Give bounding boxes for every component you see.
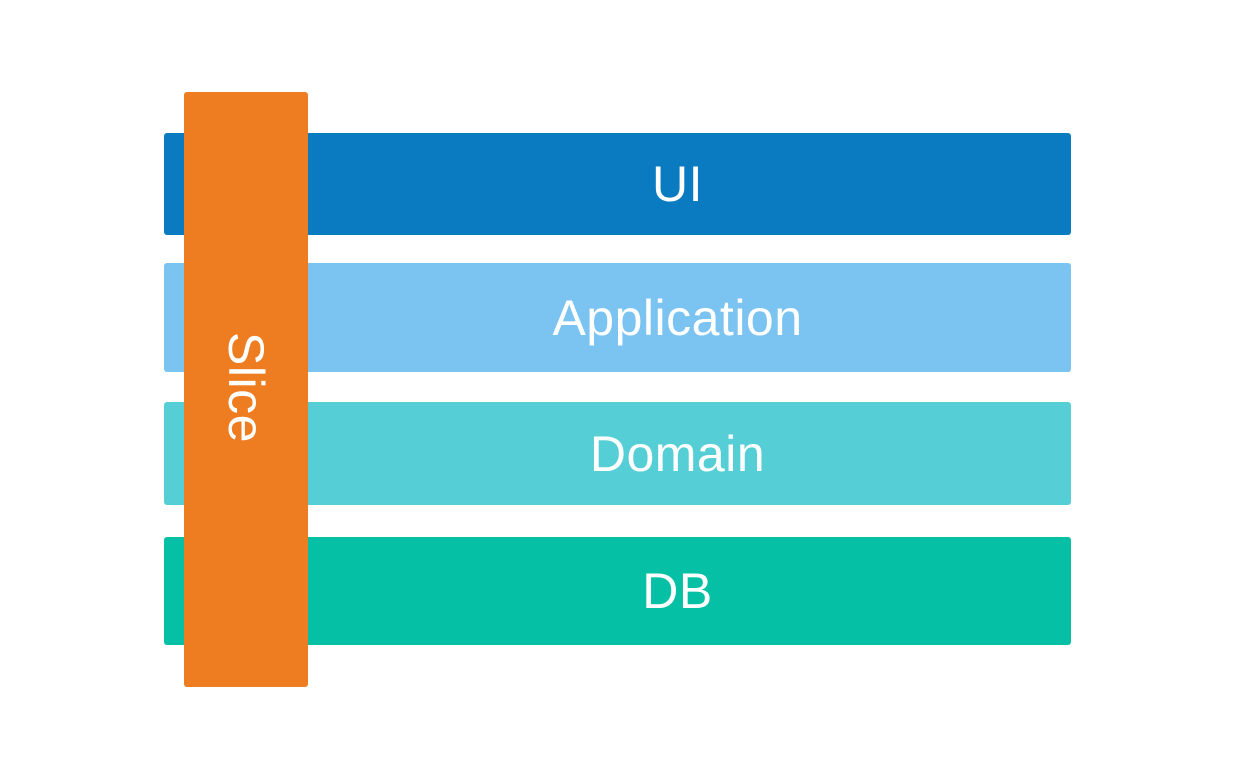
layer-label-ui: UI	[652, 156, 703, 212]
vertical-slice-label: Slice	[218, 332, 274, 443]
layer-bar-db[interactable]: DB	[164, 537, 1071, 645]
vertical-slice-bar[interactable]: Slice	[184, 92, 308, 687]
layer-bar-domain[interactable]: Domain	[164, 402, 1071, 505]
layer-bar-application[interactable]: Application	[164, 263, 1071, 372]
layer-label-db: DB	[642, 563, 713, 619]
layer-bar-ui[interactable]: UI	[164, 133, 1071, 235]
layer-label-domain: Domain	[589, 425, 766, 482]
layer-label-application: Application	[552, 289, 803, 346]
